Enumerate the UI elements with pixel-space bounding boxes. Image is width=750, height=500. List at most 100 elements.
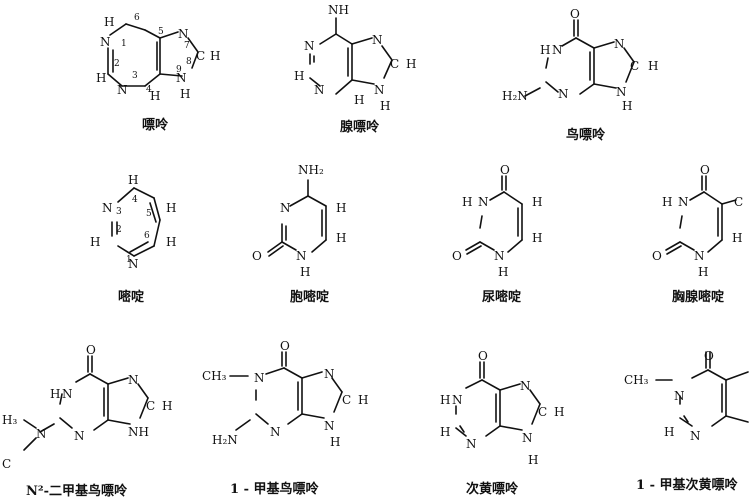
ring-number: 1	[121, 39, 127, 49]
ring-number: 7	[184, 41, 190, 51]
atom-label: NH₂	[298, 163, 324, 177]
atom-label: H	[732, 231, 742, 245]
atom-label: H	[554, 405, 564, 419]
methylguanine-structure	[229, 351, 343, 431]
atom-label: N	[678, 195, 689, 209]
ring-number: 1	[126, 255, 132, 265]
atom-label: H	[300, 265, 310, 279]
ring-number: 2	[116, 225, 122, 235]
atom-label: C	[342, 393, 351, 407]
atom-label: H	[150, 89, 160, 103]
atom-label: N	[552, 43, 563, 57]
caption-purine: 嘌呤	[142, 118, 169, 133]
atom-label: H	[540, 43, 550, 57]
atom-label: O	[86, 343, 96, 357]
atom-label: N	[522, 431, 533, 445]
atom-label: O	[700, 163, 710, 177]
atom-label: O	[652, 249, 662, 263]
methylhypoxanthine-structure	[655, 351, 749, 427]
atom-label: N	[374, 83, 385, 97]
cytosine-structure	[267, 179, 327, 257]
atom-label: N	[478, 195, 489, 209]
atom-label: H	[380, 99, 390, 113]
caption-guanine: 鸟嘌呤	[566, 128, 606, 143]
atom-label: CH₃	[624, 373, 649, 387]
atom-label: N	[690, 429, 701, 443]
atom-label: N	[324, 419, 335, 433]
caption-thymine: 胸腺嘧啶	[672, 290, 725, 305]
uracil-structure	[465, 175, 523, 255]
atom-label: N	[614, 37, 625, 51]
atom-label: N	[296, 249, 307, 263]
ring-number: 9	[176, 65, 182, 75]
atom-label: H	[330, 435, 340, 449]
ring-number: 6	[144, 231, 150, 241]
guanine-structure	[524, 19, 635, 97]
atom-label: N	[324, 367, 335, 381]
atom-label: N	[74, 429, 85, 443]
atom-label: H	[210, 49, 220, 63]
atom-label: H	[166, 201, 176, 215]
ring-number: 8	[186, 57, 192, 67]
atom-label: H	[104, 15, 114, 29]
atom-label: N	[674, 389, 685, 403]
ring-number: 3	[116, 207, 122, 217]
adenine-structure	[309, 17, 393, 95]
atom-label: H	[162, 399, 172, 413]
ring-number: 6	[134, 13, 140, 23]
caption-methylguanine: 1 - 甲基鸟嘌呤	[230, 482, 319, 497]
atom-label: C	[390, 57, 399, 71]
atom-label: H	[532, 195, 542, 209]
atom-label: N	[36, 427, 47, 441]
ring-number: 4	[132, 195, 138, 205]
atom-label: O	[452, 249, 462, 263]
atom-label: N	[520, 379, 531, 393]
atom-label: N	[254, 371, 265, 385]
atom-label: H	[128, 173, 138, 187]
atom-label: N	[558, 87, 569, 101]
ring-number: 3	[132, 71, 138, 81]
atom-label: CH₃	[202, 369, 227, 383]
ring-number: 5	[146, 209, 152, 219]
atom-label: N	[117, 83, 128, 97]
atom-label: C	[538, 405, 547, 419]
atom-label: H	[622, 99, 632, 113]
atom-labels: N H N H H N C H N H 1 2 3 4 5 6 7 8 9 NH…	[2, 3, 743, 471]
atom-label: H	[664, 425, 674, 439]
atom-label: N	[452, 393, 463, 407]
atom-label: H	[528, 453, 538, 467]
atom-label: H	[698, 265, 708, 279]
atom-label: N	[280, 201, 291, 215]
caption-hypoxanthine: 次黄嘌呤	[466, 482, 519, 497]
atom-label: H	[336, 231, 346, 245]
atom-label: H	[96, 71, 106, 85]
thymine-structure	[665, 175, 737, 255]
atom-label: C	[734, 195, 743, 209]
atom-label: H	[166, 235, 176, 249]
atom-label: H₃	[2, 413, 17, 427]
hypoxanthine-structure	[455, 361, 541, 437]
atom-label: N	[270, 425, 281, 439]
atom-label: N	[102, 201, 113, 215]
atom-label: H	[662, 195, 672, 209]
atom-label: C	[196, 49, 205, 63]
dimethylguanine-structure	[23, 355, 149, 451]
atom-label: H	[498, 265, 508, 279]
atom-label: N	[128, 373, 139, 387]
atom-label: H₂N	[502, 89, 528, 103]
atom-label: O	[252, 249, 262, 263]
atom-label: O	[570, 7, 580, 21]
atom-label: N	[176, 71, 187, 85]
caption-methylhypoxanthine: 1 - 甲基次黄嘌呤	[636, 478, 738, 493]
atom-label: H	[336, 201, 346, 215]
atom-label: N	[616, 85, 627, 99]
atom-label: NH	[128, 425, 149, 439]
atom-label: H	[440, 425, 450, 439]
atom-label: N	[62, 387, 73, 401]
atom-label: N	[694, 249, 705, 263]
atom-label: O	[478, 349, 488, 363]
atom-label: H	[648, 59, 658, 73]
atom-label: H	[354, 93, 364, 107]
